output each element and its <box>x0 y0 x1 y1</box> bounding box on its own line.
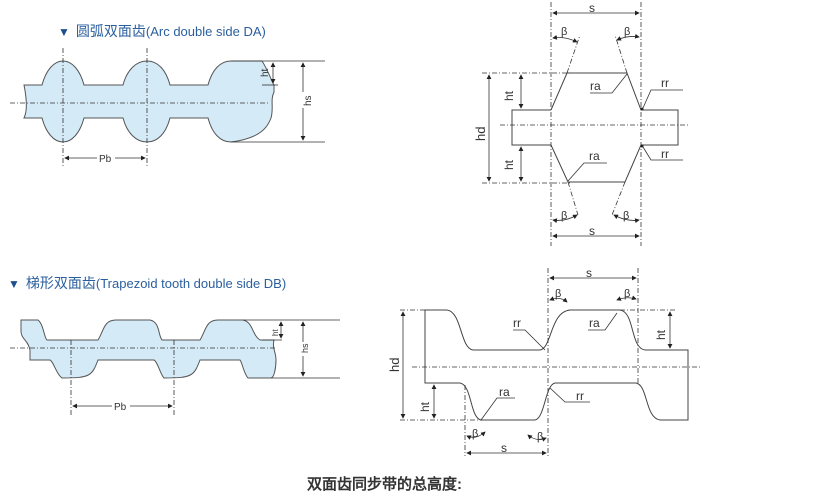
label-pb: Pb <box>99 154 112 165</box>
label-hs: hs <box>303 95 314 106</box>
label-ra: ra <box>499 385 510 399</box>
label-s-top: s <box>586 266 592 280</box>
label-hd: hd <box>473 127 488 141</box>
footer-caption: 双面齿同步带的总高度: <box>307 476 462 493</box>
trapezoid-detail-dimensions <box>400 275 673 456</box>
label-rr: rr <box>576 389 584 403</box>
label-s-bottom: s <box>589 224 595 238</box>
label-beta: β <box>537 431 543 443</box>
label-ra: ra <box>589 149 600 163</box>
heading-en: (Arc double side DA) <box>145 24 266 39</box>
label-pb: Pb <box>114 402 127 413</box>
label-beta: β <box>624 288 630 300</box>
label-beta: β <box>623 210 629 222</box>
label-ht: ht <box>502 90 516 101</box>
label-rr: rr <box>661 76 669 90</box>
arc-tooth-detail <box>511 72 679 183</box>
arc-belt-profile <box>23 60 275 143</box>
triangle-marker-icon: ▼ <box>8 277 20 291</box>
arc-belt-centerlines <box>10 48 270 168</box>
label-hd: hd <box>387 358 402 372</box>
arc-detail-dimensions <box>486 10 683 239</box>
label-beta: β <box>561 26 567 38</box>
heading-trapezoid-double-side: ▼ 梯形双面齿(Trapezoid tooth double side DB) <box>8 273 286 293</box>
label-ht: ht <box>418 401 432 412</box>
label-ra: ra <box>590 79 601 93</box>
label-ht: ht <box>271 329 280 336</box>
label-hs: hs <box>300 343 310 353</box>
trapezoid-belt-profile <box>20 319 277 379</box>
triangle-marker-icon: ▼ <box>58 25 70 39</box>
trapezoid-belt-centerlines <box>10 340 275 415</box>
label-rr: rr <box>661 147 669 161</box>
label-s-bottom: s <box>501 441 507 455</box>
label-ht: ht <box>654 329 668 340</box>
heading-en: (Trapezoid tooth double side DB) <box>95 276 287 291</box>
label-beta: β <box>555 288 561 300</box>
label-beta: β <box>561 210 567 222</box>
label-rr: rr <box>513 316 521 330</box>
label-ra: ra <box>589 316 600 330</box>
label-beta: β <box>472 428 478 440</box>
label-ht: ht <box>502 159 516 170</box>
heading-cn: 梯形双面齿 <box>25 275 96 291</box>
trapezoid-tooth-detail <box>424 309 689 421</box>
label-beta: β <box>624 26 630 38</box>
heading-arc-double-side: ▼ 圆弧双面齿(Arc double side DA) <box>58 21 266 41</box>
heading-cn: 圆弧双面齿 <box>75 23 146 39</box>
trapezoid-detail-centerlines <box>400 268 700 456</box>
label-ht: ht <box>260 68 271 77</box>
label-s-top: s <box>589 1 595 15</box>
arc-detail-centerlines <box>482 2 688 246</box>
